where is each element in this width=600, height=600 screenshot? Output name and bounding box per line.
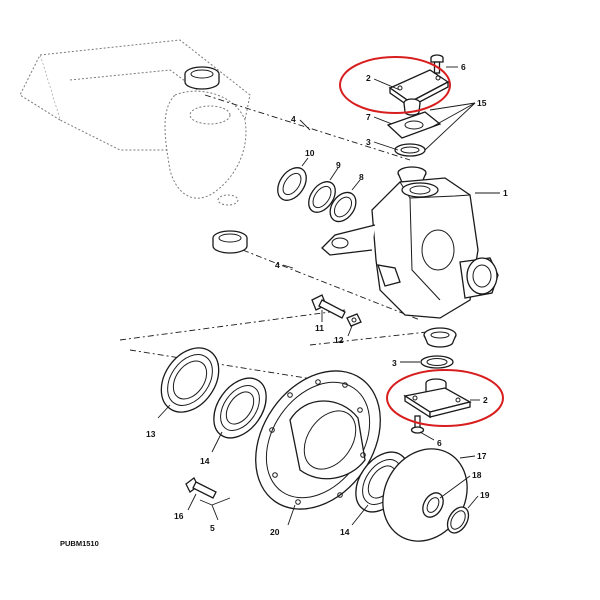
callout-labels: 1 2 2 3 3 4 4 5 6 6 7 8 9 10 11 12 13 14… xyxy=(146,62,508,537)
callout-1: 1 xyxy=(503,188,508,198)
wheel-hub xyxy=(255,370,381,510)
wheel-stud-16 xyxy=(185,477,217,499)
lower-bearing-cup xyxy=(212,230,248,254)
callout-4-upper: 4 xyxy=(291,114,296,124)
washer-18 xyxy=(422,492,444,518)
callout-20: 20 xyxy=(270,527,280,537)
callout-15: 15 xyxy=(477,98,487,108)
callout-17: 17 xyxy=(477,451,487,461)
ring-9 xyxy=(308,181,336,213)
callout-5: 5 xyxy=(210,523,215,533)
upper-bearing-3 xyxy=(394,143,426,157)
callout-11: 11 xyxy=(315,323,324,333)
callout-14-left: 14 xyxy=(200,456,210,466)
bolt-11 xyxy=(311,294,346,319)
callout-9: 9 xyxy=(336,160,341,170)
seal-10 xyxy=(277,167,307,201)
callout-4-lower: 4 xyxy=(275,260,280,270)
nut-12 xyxy=(346,313,362,327)
callout-8: 8 xyxy=(359,172,364,182)
lower-bearing-3 xyxy=(420,355,454,369)
lower-bearing-cone xyxy=(423,327,457,348)
highlight-marks xyxy=(339,56,504,427)
upper-bearing-cup xyxy=(184,66,220,90)
steering-knuckle xyxy=(321,177,499,319)
shim-plate-7 xyxy=(386,111,442,139)
snap-ring-19 xyxy=(446,506,470,534)
callout-16: 16 xyxy=(174,511,184,521)
leader-lines xyxy=(157,66,500,526)
upper-kingpin-cap xyxy=(388,69,450,116)
callout-6-lower: 6 xyxy=(437,438,442,448)
callout-2-upper: 2 xyxy=(366,73,371,83)
callout-19: 19 xyxy=(480,490,490,500)
callout-2-lower: 2 xyxy=(483,395,488,405)
upper-bearing-cone xyxy=(397,166,427,185)
callout-7: 7 xyxy=(366,112,371,122)
callout-3-upper: 3 xyxy=(366,137,371,147)
cap-bolt-6-top xyxy=(430,54,444,74)
callout-13: 13 xyxy=(146,429,156,439)
seal-13 xyxy=(160,347,220,413)
callout-18: 18 xyxy=(472,470,482,480)
callout-3-lower: 3 xyxy=(392,358,397,368)
bearing-14-left xyxy=(213,377,267,439)
axle-housing-ghost xyxy=(19,39,251,206)
cover-disc-17 xyxy=(382,448,468,542)
callout-14-right: 14 xyxy=(340,527,350,537)
callout-12: 12 xyxy=(334,335,344,345)
lower-kingpin-cap xyxy=(403,378,472,419)
drawing-code: PUBM1510 xyxy=(60,539,99,548)
callout-10: 10 xyxy=(305,148,315,158)
seal-8 xyxy=(329,191,357,223)
callout-6-upper: 6 xyxy=(461,62,466,72)
